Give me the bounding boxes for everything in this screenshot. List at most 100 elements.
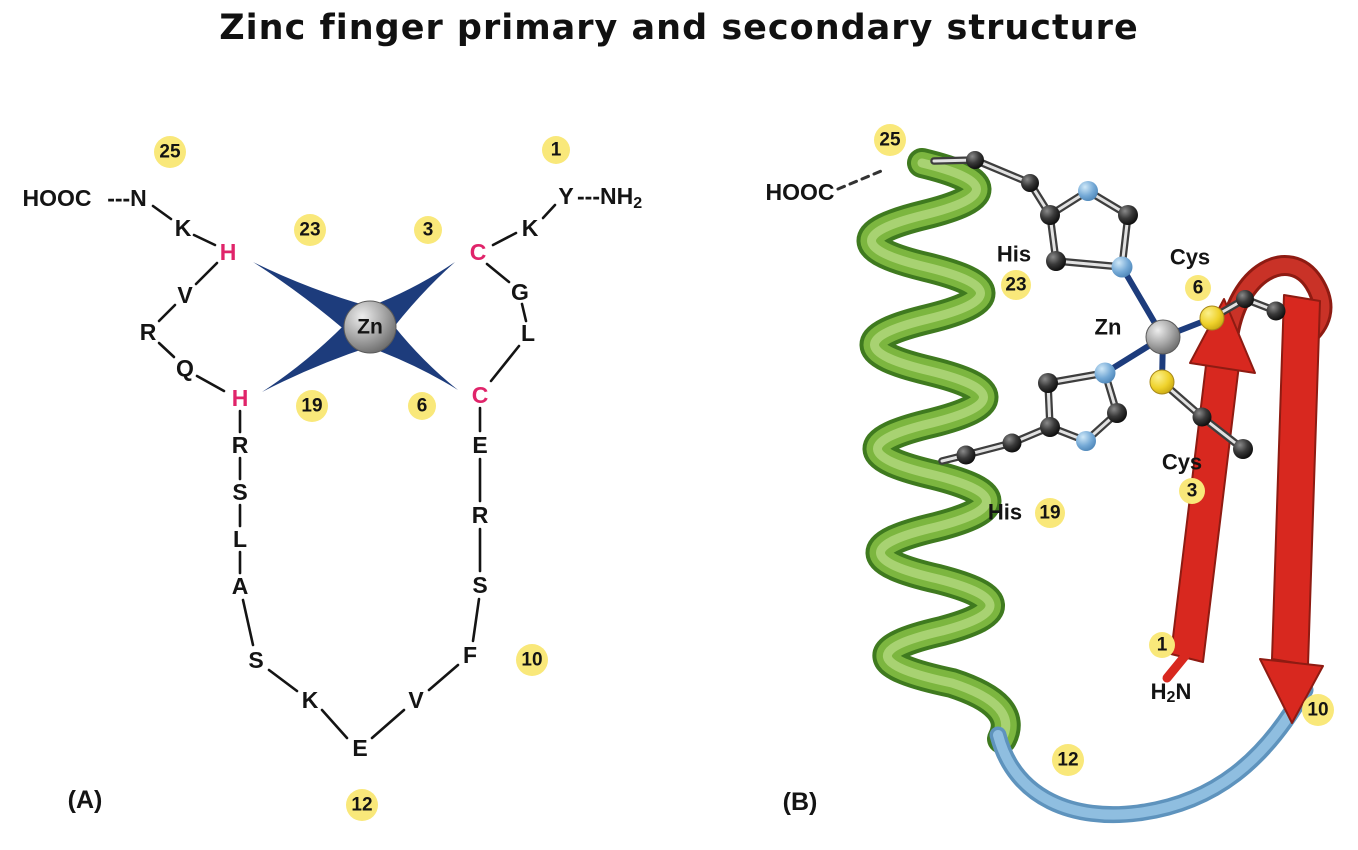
residue-letter: S <box>248 647 263 673</box>
loop-ribbon <box>989 681 1314 824</box>
carbon-atom <box>1021 174 1039 192</box>
zinc-bond-spike <box>262 316 372 392</box>
zinc-label: Zn <box>1095 315 1122 340</box>
position-badge <box>1185 275 1211 301</box>
badge-number: 12 <box>351 795 372 816</box>
n-terminus-label: ---NH2 <box>577 183 642 212</box>
c-terminus-label: HOOC <box>23 185 92 211</box>
position-badge <box>154 136 186 168</box>
position-badge <box>874 124 906 156</box>
residue-letter: L <box>521 320 535 346</box>
badge-number: 25 <box>879 130 901 151</box>
c-terminus-label: HOOC <box>766 179 835 205</box>
residue-letter: E <box>472 432 487 458</box>
carbon-atom <box>1107 403 1127 423</box>
carbon-atom <box>1046 251 1066 271</box>
his19-side-chain-atoms <box>956 362 1127 465</box>
badge-number: 6 <box>1193 278 1204 299</box>
zinc-sphere <box>343 300 397 354</box>
nitrogen-atom <box>1078 181 1098 201</box>
sulfur-atom <box>1199 305 1225 331</box>
residue-letter: V <box>408 687 424 713</box>
residue-letter: V <box>177 282 193 308</box>
badge-number: 12 <box>1057 750 1078 771</box>
badge-number: 10 <box>521 650 542 671</box>
carbon-atom <box>1266 301 1286 321</box>
residue-letter: K <box>522 215 539 241</box>
badge-number: 19 <box>1039 503 1060 524</box>
panel-a-label: (A) <box>68 786 103 814</box>
residue-letter-cys3: C <box>470 239 487 265</box>
cys3-label: Cys <box>1162 450 1202 475</box>
residue-letter: L <box>233 526 247 552</box>
beta-strand-down <box>1271 294 1321 666</box>
position-badge <box>1001 270 1031 300</box>
badge-number: 3 <box>423 220 434 241</box>
position-badge <box>1052 744 1084 776</box>
his19-label: His <box>988 500 1022 525</box>
residue-letter: R <box>232 432 249 458</box>
beta-strand-up-arrowhead <box>1189 298 1256 374</box>
nitrogen-atom <box>1076 431 1096 451</box>
cys6-side-chain-atoms <box>1199 290 1286 331</box>
cys3-side-chain-atoms <box>1149 369 1253 459</box>
zinc-bond-spike <box>253 262 371 338</box>
nitrogen-atom <box>1111 256 1133 278</box>
residue-letter: R <box>472 502 489 528</box>
position-badge <box>1179 478 1205 504</box>
position-badge <box>408 392 436 420</box>
hooc-dashed-connector <box>836 167 888 191</box>
residue-letter: S <box>232 479 247 505</box>
carbon-atom <box>1040 205 1060 225</box>
residue-letter-his19: H <box>232 385 249 411</box>
position-badges: 25 23 3 1 19 6 10 12 <box>154 136 570 821</box>
carbon-atom <box>1233 439 1253 459</box>
n-terminus-label: H2N <box>1151 679 1192 706</box>
position-badge <box>1302 694 1334 726</box>
side-chain-sticks <box>930 156 1280 465</box>
panel-a-primary-structure: Zn HOOC ---N Y ---NH2 K H V R Q H R S L … <box>23 136 642 821</box>
carbon-atom <box>966 151 984 169</box>
badge-number: 23 <box>299 220 320 241</box>
page-title: Zinc finger primary and secondary struct… <box>219 8 1139 48</box>
beta-strand-down-arrowhead <box>1259 658 1324 724</box>
n-terminal-tail <box>1162 651 1190 683</box>
position-badge <box>294 214 326 246</box>
residue-letter: A <box>232 573 249 599</box>
carbon-atom <box>1236 290 1254 308</box>
badge-number: 1 <box>551 140 562 161</box>
zinc-sphere <box>1145 319 1181 355</box>
carbon-atom <box>1038 373 1058 393</box>
position-badge <box>414 216 442 244</box>
position-badge <box>1035 498 1065 528</box>
residue-letter-his23: H <box>220 239 237 265</box>
c-terminus-link: ---N <box>107 185 147 211</box>
badge-number: 23 <box>1005 275 1026 296</box>
residue-letter-phe10: F <box>463 642 477 668</box>
cys6-label: Cys <box>1170 245 1210 270</box>
carbon-atom <box>1118 205 1138 225</box>
position-badge <box>346 789 378 821</box>
position-badge <box>296 390 328 422</box>
position-badge <box>542 136 570 164</box>
residue-letter: R <box>140 319 157 345</box>
carbon-atom <box>1002 433 1022 453</box>
panel-b-secondary-structure: HOOC Zn His Cys Cys His H2N 25 23 6 3 19… <box>766 124 1334 824</box>
sulfur-atom <box>1149 369 1175 395</box>
n-terminal-residue: Y <box>558 183 573 209</box>
residue-letter: K <box>175 215 192 241</box>
carbon-atom <box>956 445 976 465</box>
residue-letter: S <box>472 572 487 598</box>
position-badge <box>516 644 548 676</box>
his23-side-chain-atoms <box>966 151 1138 278</box>
badge-number: 19 <box>301 396 322 417</box>
residue-letter: Q <box>176 355 194 381</box>
badge-number: 3 <box>1187 481 1198 502</box>
zinc-label: Zn <box>357 316 383 339</box>
nitrogen-atom <box>1094 362 1116 384</box>
position-badge <box>1149 632 1175 658</box>
panel-b-label: (B) <box>783 788 818 816</box>
his23-label: His <box>997 242 1031 267</box>
residue-letter: K <box>302 687 319 713</box>
